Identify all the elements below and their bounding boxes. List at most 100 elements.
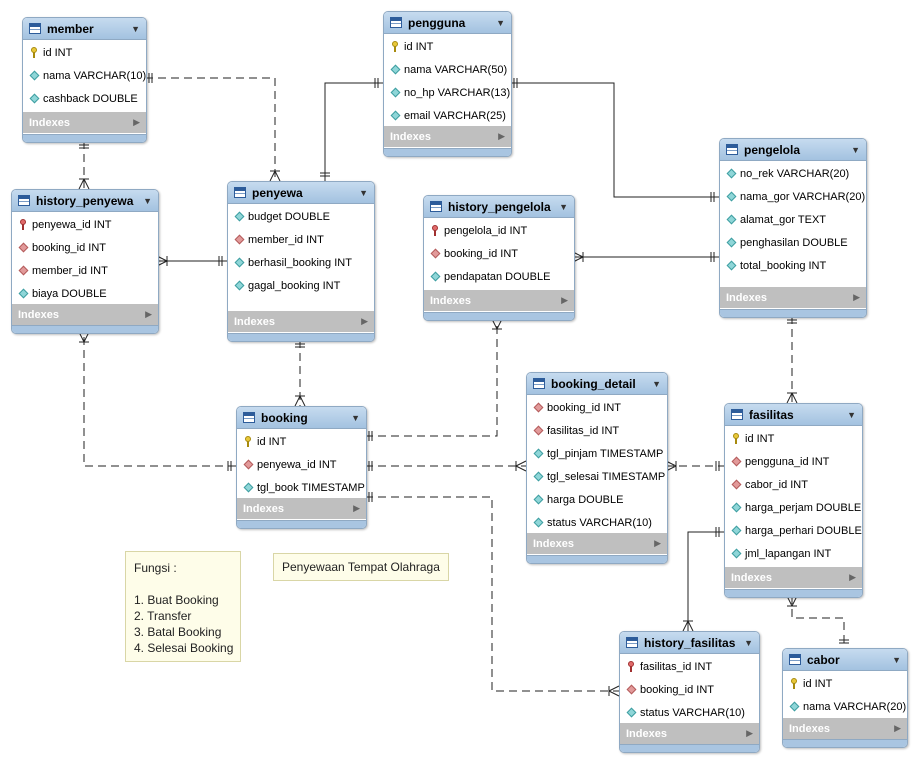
column-row[interactable]: biaya DOUBLE (12, 282, 158, 305)
column-row[interactable]: id INT (725, 427, 862, 450)
expand-arrow-icon[interactable]: ▶ (353, 503, 360, 513)
column-row[interactable]: booking_id INT (527, 396, 667, 419)
expand-arrow-icon[interactable]: ▶ (145, 309, 152, 319)
column-row[interactable]: penyewa_id INT (237, 453, 366, 476)
table-header[interactable]: booking▼ (237, 407, 366, 429)
column-row[interactable]: tgl_pinjam TIMESTAMP (527, 442, 667, 465)
column-row[interactable]: penyewa_id INT (12, 213, 158, 236)
table-header[interactable]: history_pengelola▼ (424, 196, 574, 218)
expand-arrow-icon[interactable]: ▶ (746, 728, 753, 738)
column-row[interactable]: id INT (23, 41, 146, 64)
column-row[interactable]: harga_perjam DOUBLE (725, 496, 862, 519)
collapse-caret-icon[interactable]: ▼ (351, 412, 360, 423)
indexes-section[interactable]: Indexes▶ (783, 718, 907, 739)
table-header[interactable]: cabor▼ (783, 649, 907, 671)
expand-arrow-icon[interactable]: ▶ (849, 572, 856, 582)
collapse-caret-icon[interactable]: ▼ (131, 23, 140, 34)
collapse-caret-icon[interactable]: ▼ (847, 409, 856, 420)
indexes-section[interactable]: Indexes▶ (620, 723, 759, 744)
column-row[interactable]: nama VARCHAR(20) (783, 695, 907, 718)
column-row[interactable]: id INT (237, 430, 366, 453)
table-pengelola[interactable]: pengelola▼no_rek VARCHAR(20)nama_gor VAR… (719, 138, 867, 318)
expand-arrow-icon[interactable]: ▶ (894, 723, 901, 733)
indexes-section[interactable]: Indexes▶ (237, 498, 366, 519)
indexes-section[interactable]: Indexes▶ (228, 311, 374, 332)
expand-arrow-icon[interactable]: ▶ (853, 292, 860, 302)
column-row[interactable]: booking_id INT (620, 678, 759, 701)
column-row[interactable]: berhasil_booking INT (228, 251, 374, 274)
collapse-caret-icon[interactable]: ▼ (744, 637, 753, 648)
collapse-caret-icon[interactable]: ▼ (359, 187, 368, 198)
indexes-section[interactable]: Indexes▶ (384, 126, 511, 147)
collapse-caret-icon[interactable]: ▼ (652, 378, 661, 389)
table-header[interactable]: history_fasilitas▼ (620, 632, 759, 654)
indexes-section[interactable]: Indexes▶ (12, 304, 158, 325)
table-header[interactable]: fasilitas▼ (725, 404, 862, 426)
column-row[interactable]: nama VARCHAR(10) (23, 64, 146, 87)
column-row[interactable]: cashback DOUBLE (23, 87, 146, 110)
table-header[interactable]: history_penyewa▼ (12, 190, 158, 212)
indexes-section[interactable]: Indexes▶ (527, 533, 667, 554)
column-row[interactable]: fasilitas_id INT (620, 655, 759, 678)
collapse-caret-icon[interactable]: ▼ (892, 654, 901, 665)
column-row[interactable]: cabor_id INT (725, 473, 862, 496)
note-title[interactable]: Penyewaan Tempat Olahraga (273, 553, 449, 581)
column-row[interactable]: nama VARCHAR(50) (384, 58, 511, 81)
column-row[interactable]: total_booking INT (720, 254, 866, 277)
indexes-section[interactable]: Indexes▶ (424, 290, 574, 311)
expand-arrow-icon[interactable]: ▶ (361, 316, 368, 326)
table-header[interactable]: penyewa▼ (228, 182, 374, 204)
column-row[interactable]: email VARCHAR(25) (384, 104, 511, 127)
column-row[interactable]: alamat_gor TEXT (720, 208, 866, 231)
table-header[interactable]: pengelola▼ (720, 139, 866, 161)
column-row[interactable]: penghasilan DOUBLE (720, 231, 866, 254)
table-header[interactable]: member▼ (23, 18, 146, 40)
table-header[interactable]: pengguna▼ (384, 12, 511, 34)
expand-arrow-icon[interactable]: ▶ (654, 538, 661, 548)
column-row[interactable]: pendapatan DOUBLE (424, 265, 574, 288)
column-row[interactable]: harga DOUBLE (527, 488, 667, 511)
column-row[interactable]: budget DOUBLE (228, 205, 374, 228)
indexes-section[interactable]: Indexes▶ (720, 287, 866, 308)
column-row[interactable]: tgl_selesai TIMESTAMP (527, 465, 667, 488)
collapse-caret-icon[interactable]: ▼ (851, 144, 860, 155)
column-row[interactable]: member_id INT (12, 259, 158, 282)
column-row[interactable]: jml_lapangan INT (725, 542, 862, 565)
column-row[interactable]: pengguna_id INT (725, 450, 862, 473)
column-row[interactable]: id INT (384, 35, 511, 58)
collapse-caret-icon[interactable]: ▼ (496, 17, 505, 28)
column-row[interactable]: pengelola_id INT (424, 219, 574, 242)
expand-arrow-icon[interactable]: ▶ (133, 117, 140, 127)
column-row[interactable]: id INT (783, 672, 907, 695)
collapse-caret-icon[interactable]: ▼ (559, 201, 568, 212)
column-row[interactable]: no_rek VARCHAR(20) (720, 162, 866, 185)
column-row[interactable]: tgl_book TIMESTAMP (237, 476, 366, 499)
expand-arrow-icon[interactable]: ▶ (498, 131, 505, 141)
expand-arrow-icon[interactable]: ▶ (561, 295, 568, 305)
column-row[interactable]: status VARCHAR(10) (620, 701, 759, 724)
column-row[interactable]: harga_perhari DOUBLE (725, 519, 862, 542)
column-row[interactable]: status VARCHAR(10) (527, 511, 667, 534)
table-header[interactable]: booking_detail▼ (527, 373, 667, 395)
indexes-section[interactable]: Indexes▶ (725, 567, 862, 588)
column-row[interactable]: booking_id INT (424, 242, 574, 265)
column-row[interactable]: member_id INT (228, 228, 374, 251)
collapse-caret-icon[interactable]: ▼ (143, 195, 152, 206)
column-row[interactable]: fasilitas_id INT (527, 419, 667, 442)
column-row[interactable]: nama_gor VARCHAR(20) (720, 185, 866, 208)
column-row[interactable]: no_hp VARCHAR(13) (384, 81, 511, 104)
column-row[interactable]: gagal_booking INT (228, 274, 374, 297)
column-row[interactable]: booking_id INT (12, 236, 158, 259)
indexes-section[interactable]: Indexes▶ (23, 112, 146, 133)
